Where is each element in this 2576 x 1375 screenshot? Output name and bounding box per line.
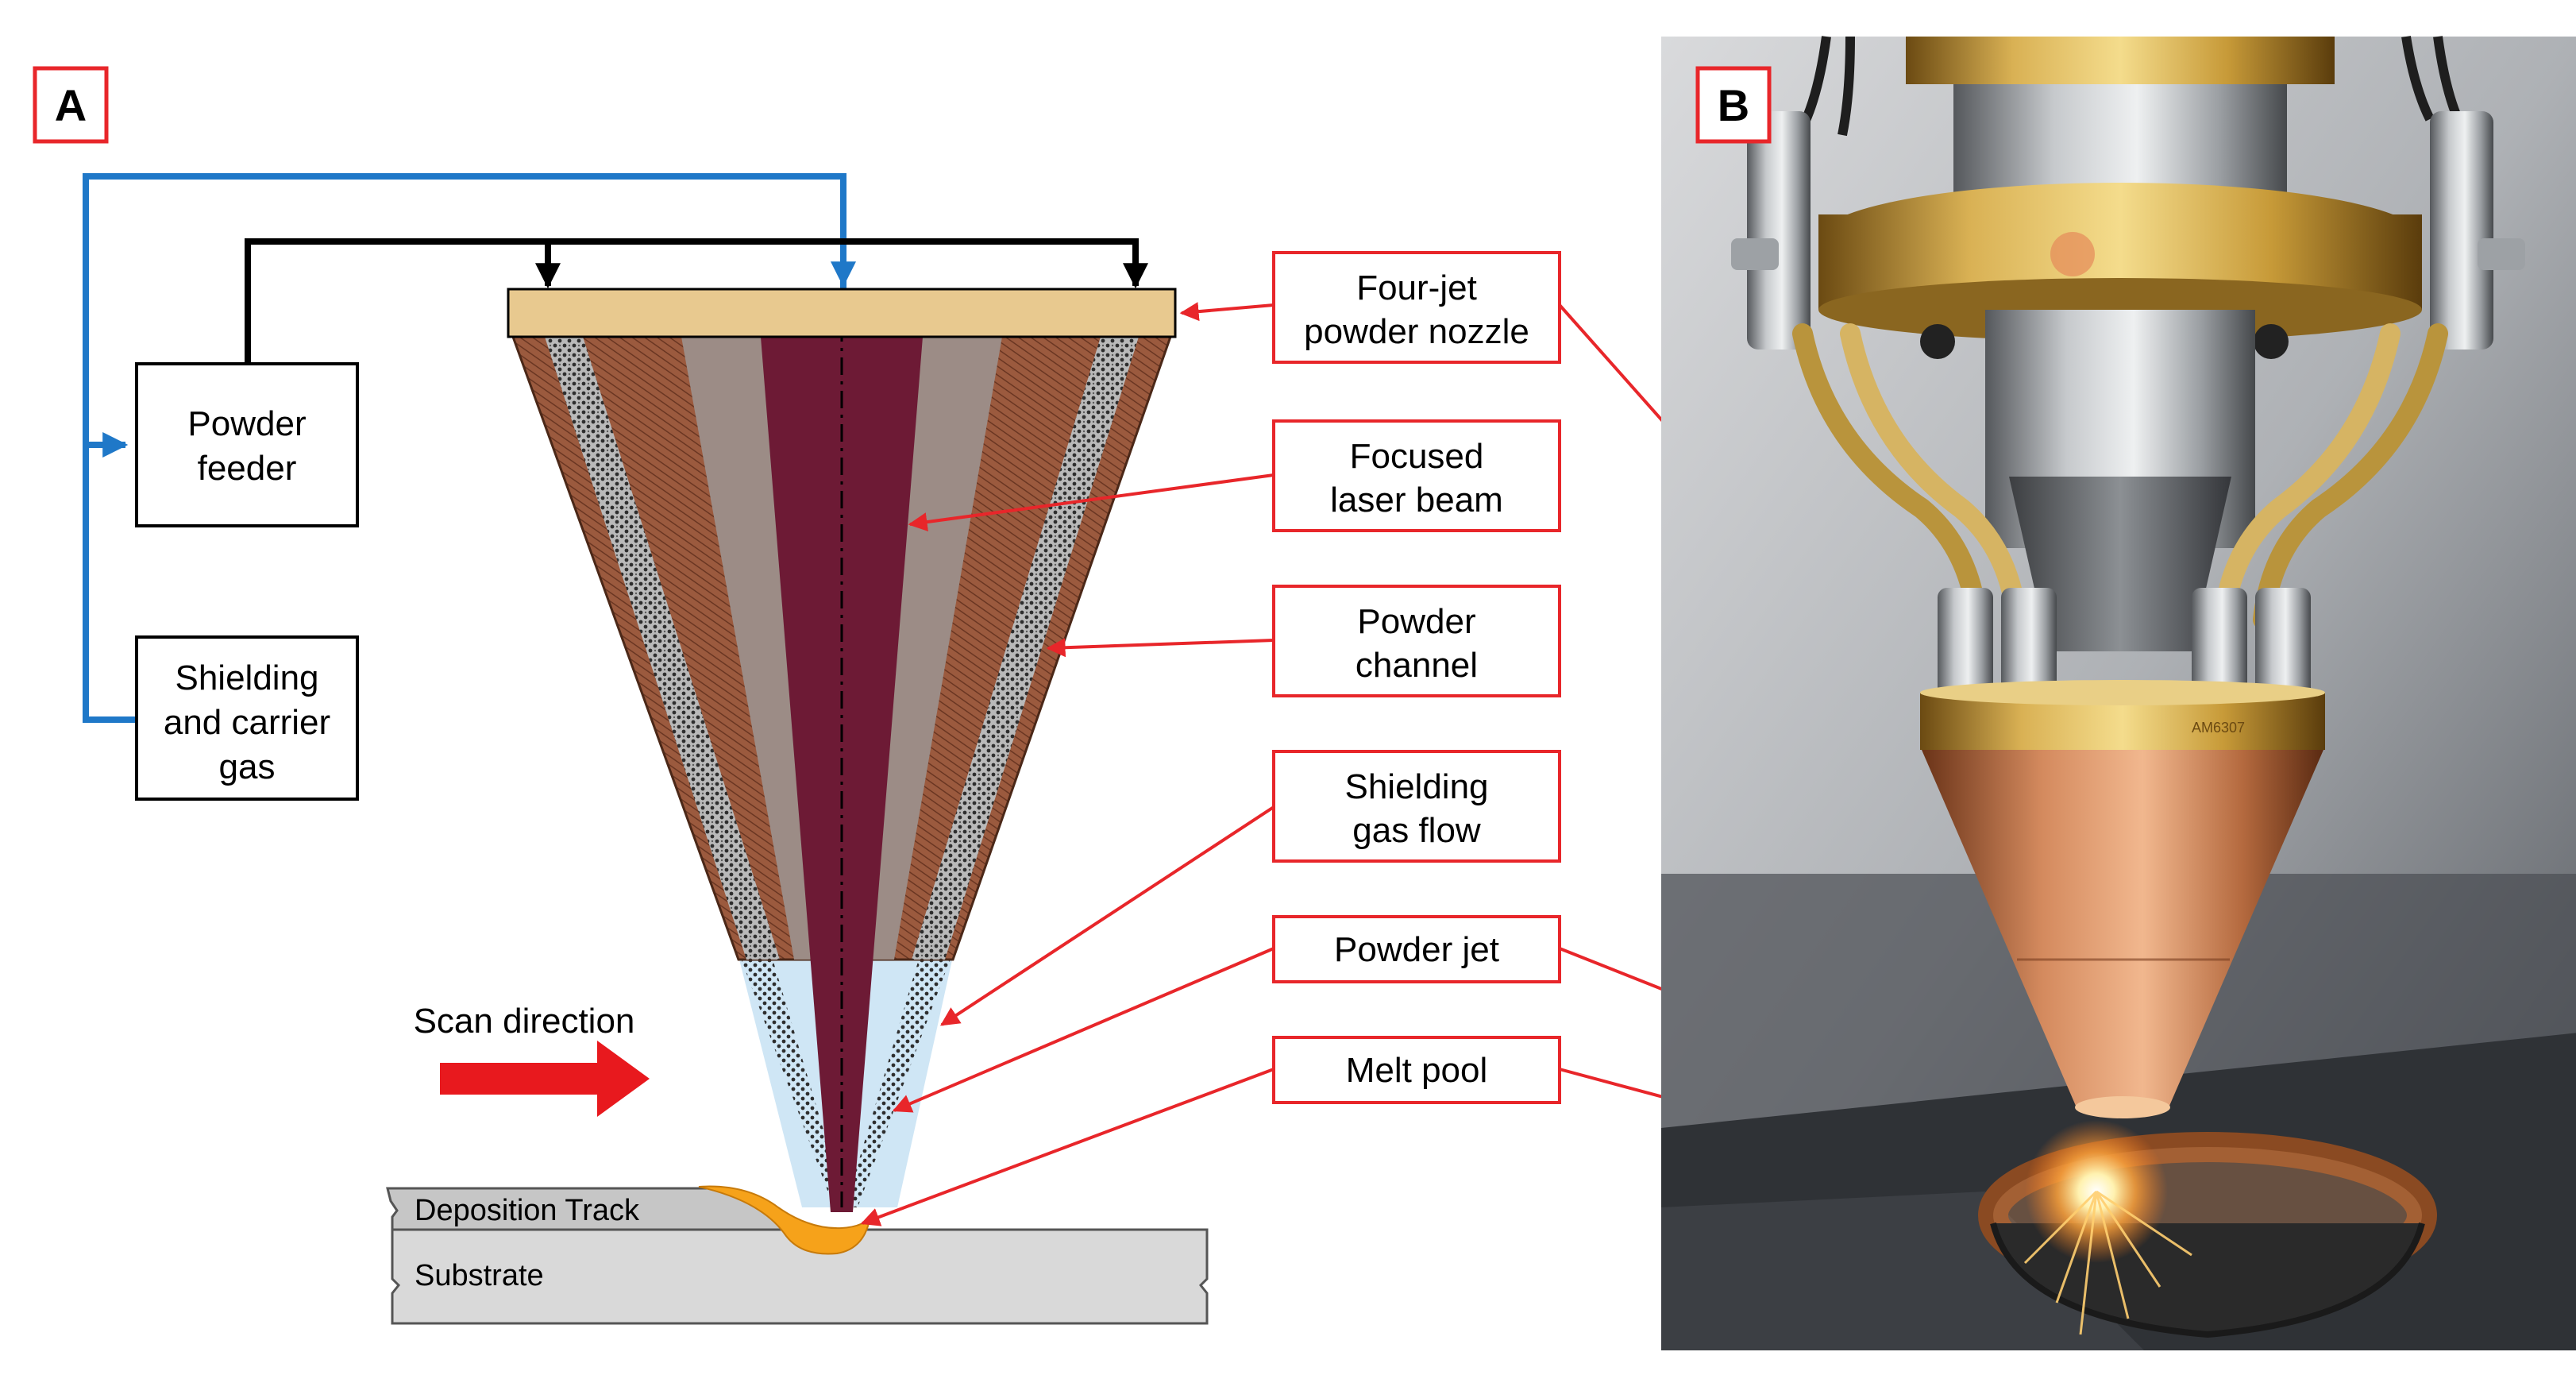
callout-nozzle: Four-jet powder nozzle: [1272, 251, 1561, 364]
powder-feeder-line-1: Powder: [187, 404, 306, 443]
shielding-gas-box: Shielding and carrier gas: [135, 635, 359, 801]
nozzle-body: [511, 291, 1173, 1212]
gas-supply-line: [83, 173, 856, 723]
callout-powder-jet-label: Powder jet: [1334, 930, 1499, 969]
callout-gas-flow: Shielding gas flow: [1272, 750, 1561, 863]
nozzle-engraving: AM6307: [2192, 720, 2245, 736]
copper-cone: [1922, 750, 2323, 1106]
callout-nozzle-line-1: Four-jet: [1356, 268, 1477, 307]
powder-feeder-line-2: feeder: [198, 449, 297, 488]
callout-channel-line-2: channel: [1355, 646, 1478, 685]
callout-channel-line-1: Powder: [1357, 602, 1475, 641]
panel-a-label-box: A: [33, 66, 109, 144]
callout-laser: Focused laser beam: [1272, 419, 1561, 532]
shielding-gas-line-3: gas: [219, 747, 276, 786]
deposition-track-label: Deposition Track: [415, 1194, 640, 1227]
powder-channel-left: [545, 337, 780, 960]
powder-feeder-box: Powder feeder: [135, 362, 359, 527]
scan-direction-arrow: [440, 1041, 650, 1117]
callout-nozzle-line-2: powder nozzle: [1304, 312, 1529, 351]
callout-powder-jet: Powder jet: [1272, 915, 1561, 983]
panel-a: A Powder feeder Shielding and carrier ga…: [33, 66, 2078, 1325]
powder-jet-right: [845, 956, 951, 1207]
panel-a-label: A: [55, 80, 87, 130]
substrate-label: Substrate: [415, 1259, 544, 1292]
callout-gas-flow-line-2: gas flow: [1352, 811, 1481, 850]
callout-laser-line-1: Focused: [1350, 437, 1484, 476]
callout-laser-line-2: laser beam: [1330, 481, 1503, 519]
powder-jet-left: [740, 956, 846, 1207]
workpiece: Deposition Track Substrate: [386, 1185, 1209, 1325]
callout-melt-pool: Melt pool: [1272, 1036, 1561, 1104]
panel-b-label-box: B: [1695, 66, 1772, 144]
callout-melt-pool-label: Melt pool: [1346, 1051, 1488, 1090]
nozzle-plate: [507, 288, 1177, 338]
panel-b-photo: AM6307 B: [1661, 36, 2576, 1350]
shielding-gas-line-2: and carrier: [164, 703, 330, 742]
scan-direction-label: Scan direction: [414, 1002, 635, 1041]
sparks: [2023, 1190, 2192, 1335]
powder-supply-line: [245, 238, 1148, 364]
powder-channel-right: [912, 337, 1139, 960]
shielding-gas-line-1: Shielding: [175, 659, 318, 697]
substrate: [391, 1228, 1209, 1325]
callout-gas-flow-line-1: Shielding: [1344, 767, 1488, 806]
panel-b-label: B: [1718, 80, 1749, 130]
callout-channel: Powder channel: [1272, 585, 1561, 697]
powder-tubes: [1792, 323, 2448, 630]
